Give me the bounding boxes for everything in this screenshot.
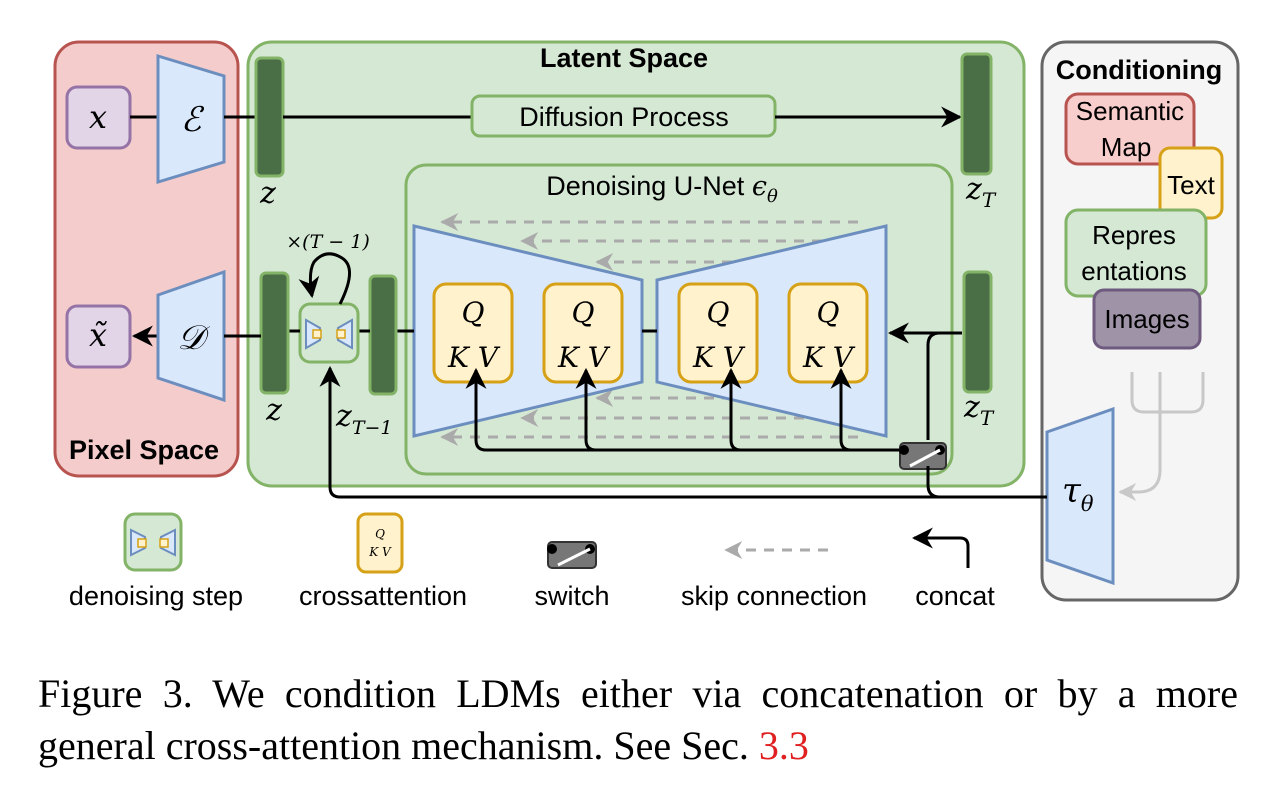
repeat-label: ×(T − 1) <box>286 231 370 253</box>
diffusion-process-label: Diffusion Process <box>519 102 729 132</box>
caption-text: Figure 3. We condition LDMs either via c… <box>38 671 1238 768</box>
svg-text:K V: K V <box>368 545 392 559</box>
tau-theta-trapezoid <box>1045 406 1115 586</box>
legend-switch-label: switch <box>534 581 609 611</box>
qkv-block-4: Q K V <box>787 282 869 384</box>
output-x-tilde-symbol: x̃ <box>89 316 108 354</box>
pixel-space-title: Pixel Space <box>69 435 219 465</box>
svg-text:Q: Q <box>707 296 730 329</box>
latent-z-bar-top <box>254 56 285 178</box>
decoder-trapezoid <box>156 269 226 403</box>
svg-text:Q: Q <box>817 296 840 329</box>
conditioning-merge-tree <box>1118 372 1205 501</box>
caption-section-ref[interactable]: 3.3 <box>758 723 809 768</box>
svg-text:Semantic: Semantic <box>1076 96 1184 126</box>
tau-to-denoise-path <box>319 365 1047 499</box>
legend-concat-arrow <box>911 527 970 568</box>
svg-text:Map: Map <box>1101 132 1152 162</box>
svg-text:K V: K V <box>557 341 611 374</box>
conditioning-semantic-map: Semantic Map <box>1064 92 1196 166</box>
conditioning-title: Conditioning <box>1056 55 1222 85</box>
svg-text:Q: Q <box>462 296 485 329</box>
encoder-symbol: ℰ <box>181 100 205 140</box>
tau-to-switch-path <box>926 466 941 499</box>
svg-text:Q: Q <box>375 527 385 541</box>
latent-zT1-bar <box>368 274 398 396</box>
tau-theta-symbol: τθ <box>1062 471 1094 516</box>
repeat-loop-arrow <box>298 252 351 305</box>
svg-text:K V: K V <box>447 341 501 374</box>
legend-denoising-step <box>123 512 183 572</box>
legend-denoising-step-label: denoising step <box>69 581 243 611</box>
svg-text:K V: K V <box>802 341 856 374</box>
input-x-symbol: x <box>89 98 107 136</box>
switch-component <box>899 442 947 470</box>
crossattention-bus <box>465 367 903 452</box>
latent-z-label-bottom: z <box>265 393 282 428</box>
output-x-tilde-box <box>65 304 132 369</box>
legend-switch <box>547 541 597 569</box>
latent-zT-bar-top <box>960 52 993 176</box>
svg-text:Repres: Repres <box>1092 220 1176 250</box>
qkv-block-3: Q K V <box>677 282 759 384</box>
denoising-step-block <box>298 302 360 364</box>
figure-caption: Figure 3. We condition LDMs either via c… <box>38 668 1238 772</box>
encoder-trapezoid <box>156 53 226 185</box>
svg-text:K V: K V <box>692 341 746 374</box>
conditioning-representations: Repres entations <box>1064 208 1208 298</box>
latent-zT-bar-bottom <box>962 270 993 394</box>
conditioning-text: Text <box>1158 146 1224 220</box>
qkv-block-1: Q K V <box>432 282 514 384</box>
qkv-block-2: Q K V <box>542 282 624 384</box>
svg-text:Text: Text <box>1167 170 1215 200</box>
conditioning-images: Images <box>1092 288 1202 350</box>
legend-crossattention-label: crossattention <box>299 581 467 611</box>
legend-skip-connection-label: skip connection <box>681 581 867 611</box>
latent-space-title: Latent Space <box>540 43 708 73</box>
svg-text:entations: entations <box>1081 256 1187 286</box>
svg-text:Images: Images <box>1104 304 1189 334</box>
legend-crossattention: Q K V <box>356 512 404 574</box>
latent-z-bar-bottom <box>259 271 290 395</box>
latent-z-label-top: z <box>259 176 276 211</box>
svg-text:Q: Q <box>572 296 595 329</box>
legend-concat-label: concat <box>915 581 995 611</box>
ldm-architecture-diagram: Pixel Space Latent Space Conditioning x … <box>53 40 1240 611</box>
